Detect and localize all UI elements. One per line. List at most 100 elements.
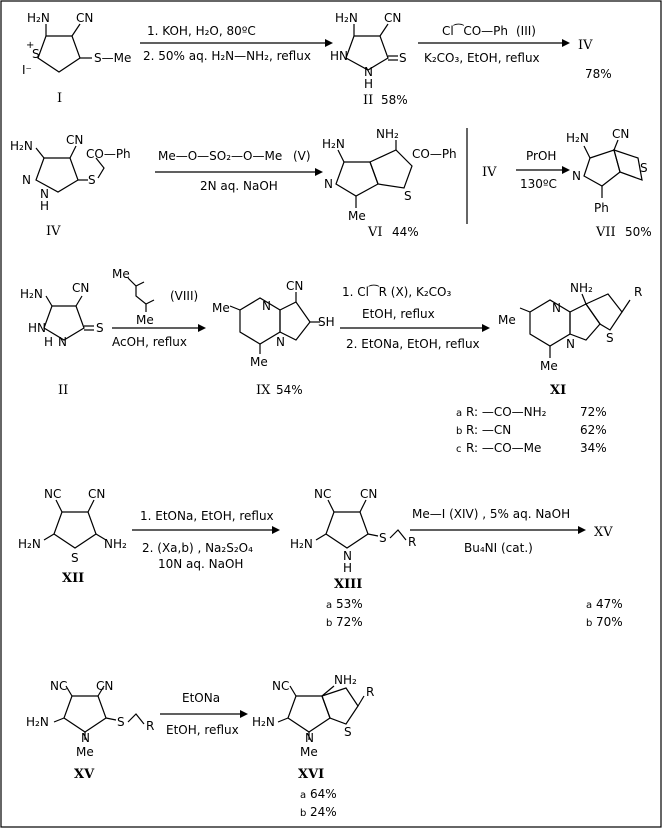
reagent-label: (V) xyxy=(293,149,311,163)
yield: 44% xyxy=(392,225,419,239)
compound-label: II xyxy=(363,93,373,108)
arrow-3: Me—O—SO₂—O—Me (V) 2N aq. NaOH xyxy=(155,149,323,193)
ring-nitrogen: N xyxy=(262,299,271,313)
compound-XV: NC CN H₂N N Me S R XV xyxy=(26,679,154,782)
pyrimidine-ring xyxy=(239,297,281,345)
methylthio-group: S—Me xyxy=(94,51,131,65)
ring-sulfur: S xyxy=(404,189,412,203)
bond xyxy=(519,307,531,313)
reagent: PrOH xyxy=(526,149,556,163)
bond xyxy=(277,717,289,723)
pyrazole-ring xyxy=(35,157,79,193)
compound-II-top: H₂N CN HN N H S II 58% xyxy=(330,11,408,108)
pyrazole-ring xyxy=(569,303,601,341)
yield: 70% xyxy=(596,615,623,629)
r-group: R xyxy=(408,535,416,549)
thione-sulfur: S xyxy=(399,51,407,65)
thiophenium-ring xyxy=(37,35,81,73)
thiophene-ring xyxy=(321,687,359,725)
conditions: 2N aq. NaOH xyxy=(200,179,278,193)
yield: 72% xyxy=(336,615,363,629)
compound-VII: H₂N CN N S Ph VII 50% xyxy=(566,127,652,240)
r-group-tag: a xyxy=(456,408,462,419)
ring-nitrogen: N xyxy=(324,177,333,191)
acetylacetone-chain xyxy=(127,277,147,312)
ring-nh: HN xyxy=(28,321,46,335)
thioether-sulfur: S xyxy=(379,531,387,545)
bond xyxy=(75,295,83,307)
ring-hydrogen: H xyxy=(364,77,373,91)
conditions: K₂CO₃, EtOH, reflux xyxy=(424,51,540,65)
product-XV-label: XV xyxy=(594,525,613,540)
bond xyxy=(327,499,335,513)
methyl-group: Me xyxy=(498,313,516,327)
ring-nitrogen: N xyxy=(22,173,31,187)
bond xyxy=(357,695,365,707)
arrow-head xyxy=(240,710,248,718)
cyano-group: CN xyxy=(384,11,401,25)
reagent: Me—O—SO₂—O—Me xyxy=(158,149,282,163)
amino-group: H₂N xyxy=(26,715,49,729)
thioether-sulfur: S xyxy=(117,715,125,729)
ring-sulfur: S xyxy=(32,47,40,61)
step-2b-conditions: 10N aq. NaOH xyxy=(158,557,243,571)
ring-hydrogen: H xyxy=(40,199,49,213)
compound-label: VI xyxy=(367,225,383,240)
arrow-8: Me—I (XIV) , 5% aq. NaOH Bu₄NI (cat.) xyxy=(410,507,586,555)
bond xyxy=(53,717,65,723)
pyrimidine-ring xyxy=(529,299,571,347)
r-group-tag: c xyxy=(456,444,462,455)
conditions: AcOH, reflux xyxy=(112,335,187,349)
thione-sulfur: S xyxy=(96,321,104,335)
compound-label: I xyxy=(57,91,62,106)
pyrrole-ring xyxy=(287,695,331,733)
bond xyxy=(389,529,407,541)
arrow-head xyxy=(578,526,586,534)
reagent-label: (III) xyxy=(516,24,536,38)
step-2-conditions: 2. (Xa,b) , Na₂S₂O₄ xyxy=(142,541,253,555)
yield: 24% xyxy=(310,805,337,819)
pyrrole-ring xyxy=(63,695,107,733)
conditions: 130ºC xyxy=(520,177,557,191)
thioether-sulfur: S xyxy=(88,173,96,187)
methyl-group: Me xyxy=(250,355,268,369)
arrow-head xyxy=(482,324,490,332)
pyrazole-ring xyxy=(279,301,311,341)
bond xyxy=(43,533,55,541)
r-group-table-XI: a R: —CO—NH₂ 72% b R: —CN 62% c R: —CO—M… xyxy=(456,405,607,455)
yield: 54% xyxy=(276,383,303,397)
compound-XVI: NC NH₂ R H₂N N Me S XVI a 64% b 24% xyxy=(252,673,374,819)
yield: 64% xyxy=(310,787,337,801)
cyano-group: NC xyxy=(272,679,289,693)
step-1b-conditions: EtOH, reflux xyxy=(362,307,435,321)
arrow-head xyxy=(272,526,280,534)
arrow-1: 1. KOH, H₂O, 80ºC 2. 50% aq. H₂N—NH₂, re… xyxy=(140,24,333,63)
bond xyxy=(367,533,379,537)
pyrazole-ring xyxy=(43,305,85,341)
reagent: Cl⁀CO—Ph xyxy=(442,23,508,38)
r-group: R xyxy=(634,285,642,299)
compound-label: IV xyxy=(46,224,61,239)
ring-nitrogen: N xyxy=(305,731,314,745)
bond xyxy=(71,23,81,37)
phenyl-group: Ph xyxy=(594,201,609,215)
bond xyxy=(105,717,117,721)
bond xyxy=(35,147,45,159)
compound-XI: NH₂ R Me Me N N S XI xyxy=(498,281,642,398)
arrow-head xyxy=(315,168,323,176)
bond xyxy=(65,685,73,697)
bond xyxy=(581,293,587,305)
cyano-group: NC xyxy=(50,679,67,693)
r-group: R xyxy=(366,685,374,699)
yield-tag: b xyxy=(326,618,332,629)
step-1-conditions: 1. Cl⁀R (X), K₂CO₃ xyxy=(342,284,451,299)
yield-tag: b xyxy=(586,618,592,629)
bond xyxy=(289,685,297,697)
bond xyxy=(613,139,619,151)
compound-label: XV xyxy=(74,767,95,782)
cyano-group: CN xyxy=(96,679,113,693)
yield: 58% xyxy=(381,93,408,107)
r-group-tag: b xyxy=(456,426,462,437)
